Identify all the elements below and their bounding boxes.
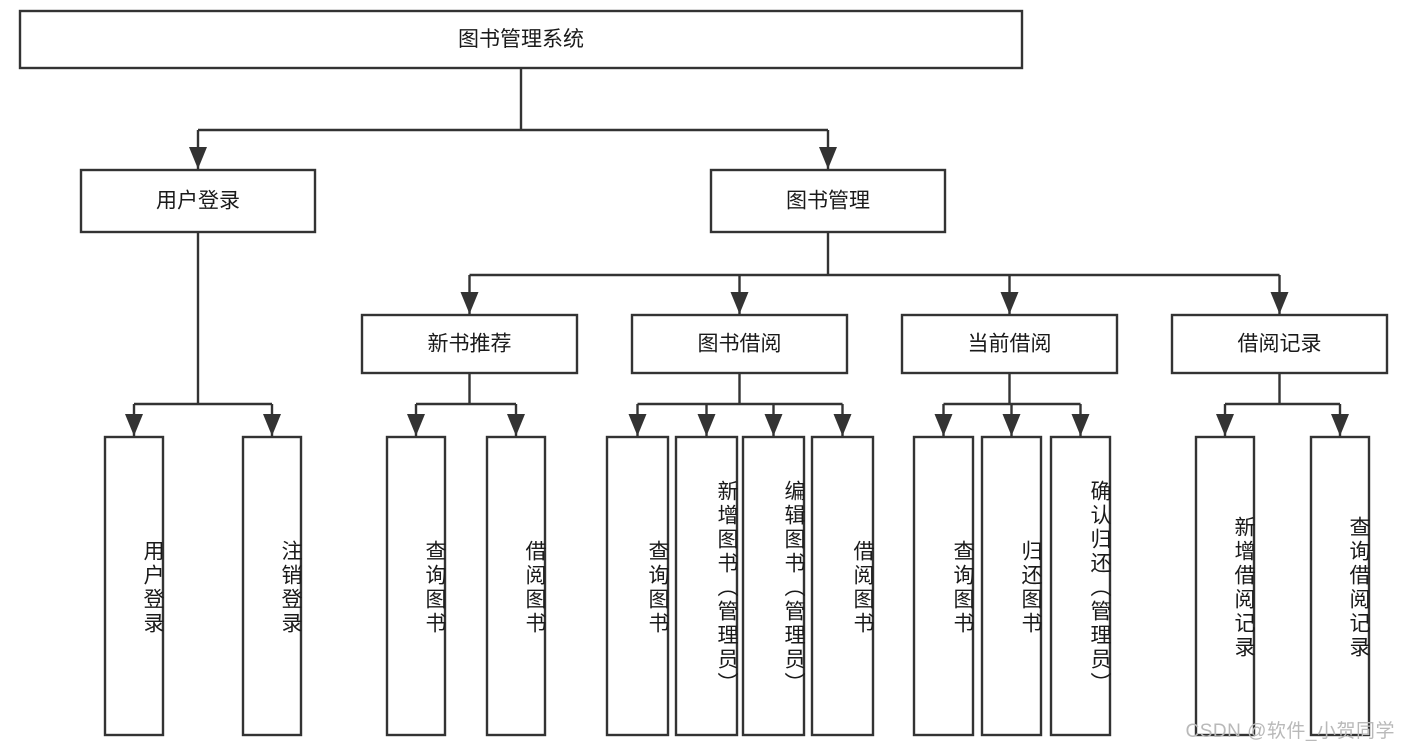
arrow-head-icon [833,414,852,436]
node-label-new-book-recommend: 新书推荐 [428,333,512,356]
node-label-user-login: 用户登录 [156,190,240,213]
node-label-root: 图书管理系统 [458,28,584,51]
node-box-leaf-confirm-return-admin[interactable] [1049,435,1112,737]
arrow-head-icon [819,147,837,169]
node-box-layer [18,9,1389,737]
arrow-head-icon [697,414,716,436]
node-box-leaf-add-borrow-record[interactable] [1194,435,1256,737]
arrow-head-icon [1270,292,1289,314]
edge-layer [125,68,1349,436]
arrow-head-icon [460,292,479,314]
node-label-book-borrow: 图书借阅 [698,333,782,356]
arrow-head-icon [1002,414,1021,436]
arrow-head-icon [1216,414,1234,436]
node-box-current-borrow[interactable] [900,313,1119,375]
node-label-borrow-record: 借阅记录 [1238,333,1322,356]
arrow-head-icon [730,292,749,314]
arrow-head-icon [125,414,143,436]
node-box-leaf-return-book[interactable] [980,435,1043,737]
node-box-leaf-edit-book-admin[interactable] [741,435,806,737]
arrow-head-icon [764,414,783,436]
watermark: CSDN @软件_小贺同学 [1185,721,1395,742]
node-box-user-login[interactable] [79,168,317,234]
node-box-leaf-borrow-book-recommend[interactable] [485,435,547,737]
arrow-head-icon [934,414,953,436]
node-box-new-book-recommend[interactable] [360,313,579,375]
node-box-root[interactable] [18,9,1024,70]
arrow-head-icon [189,147,207,169]
node-box-leaf-user-logout[interactable] [241,435,303,737]
node-box-leaf-query-book-borrow[interactable] [605,435,670,737]
arrow-head-icon [263,414,281,436]
node-box-leaf-add-book-admin[interactable] [674,435,739,737]
node-box-leaf-query-book-recommend[interactable] [385,435,447,737]
arrow-head-icon [628,414,647,436]
node-box-leaf-borrow-book[interactable] [810,435,875,737]
node-box-leaf-query-borrow-record[interactable] [1309,435,1371,737]
arrow-head-icon [1071,414,1090,436]
node-box-borrow-record[interactable] [1170,313,1389,375]
node-box-leaf-query-book-current[interactable] [912,435,975,737]
arrow-head-icon [1331,414,1349,436]
node-box-book-management[interactable] [709,168,947,234]
node-label-book-management: 图书管理 [786,190,870,213]
node-box-leaf-user-login[interactable] [103,435,165,737]
arrow-head-icon [407,414,425,436]
node-label-current-borrow: 当前借阅 [968,333,1052,356]
arrow-head-icon [507,414,525,436]
node-box-book-borrow[interactable] [630,313,849,375]
arrow-head-icon [1000,292,1019,314]
